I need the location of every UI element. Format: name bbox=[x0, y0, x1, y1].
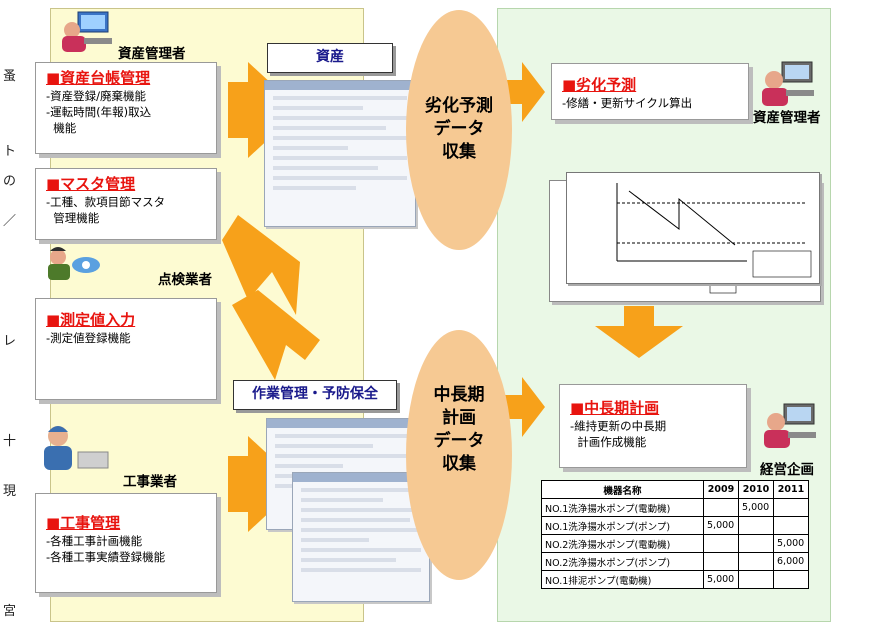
card-asset-ledger: ■資産台帳管理 -資産登録/廃棄機能 -運転時間(年報)取込 機能 bbox=[35, 62, 217, 154]
card-line: -資産登録/廃棄機能 bbox=[46, 89, 147, 103]
table-cell: 5,000 bbox=[703, 570, 739, 589]
card-title[interactable]: ■中長期計画 bbox=[570, 399, 660, 417]
card-longterm-plan: ■中長期計画 -維持更新の中長期 計画作成機能 bbox=[559, 384, 747, 468]
card-line: 管理機能 bbox=[46, 211, 100, 225]
table-cell bbox=[738, 570, 774, 589]
table-cell: NO.2洗浄揚水ポンプ(電動機) bbox=[541, 534, 704, 553]
table-cell: NO.2洗浄揚水ポンプ(ポンプ) bbox=[541, 552, 704, 571]
oval-line: データ bbox=[433, 119, 485, 139]
card-line: -修繕・更新サイクル算出 bbox=[562, 96, 693, 110]
card-master: ■マスタ管理 -工種、款項目節マスタ 管理機能 bbox=[35, 168, 217, 240]
table-cell bbox=[738, 552, 774, 571]
manager-worker-icon bbox=[756, 60, 818, 108]
table-cell: NO.1洗浄揚水ポンプ(ポンプ) bbox=[541, 516, 704, 535]
margin-char: ト bbox=[3, 144, 17, 159]
tab-assets[interactable]: 資産 bbox=[267, 43, 393, 73]
margin-char: ／ bbox=[3, 214, 17, 229]
oval-line: 収集 bbox=[442, 142, 476, 162]
role-asset-manager-right: 資産管理者 bbox=[753, 110, 821, 126]
role-planning: 経営企画 bbox=[760, 462, 814, 478]
arrow-construction bbox=[228, 436, 300, 532]
table-cell bbox=[703, 534, 739, 553]
card-construction: ■工事管理 -各種工事計画機能 -各種工事実績登録機能 bbox=[35, 493, 217, 593]
arrow-to-forecast bbox=[505, 62, 545, 122]
card-title[interactable]: ■劣化予測 bbox=[562, 76, 637, 94]
role-asset-manager: 資産管理者 bbox=[118, 46, 186, 62]
oval-longterm-data bbox=[406, 330, 512, 580]
card-line: -維持更新の中長期 bbox=[570, 419, 667, 433]
card-title[interactable]: ■マスタ管理 bbox=[46, 175, 136, 193]
table-cell: 5,000 bbox=[738, 498, 774, 517]
table-cell: 6,000 bbox=[773, 552, 809, 571]
card-line: -測定値登録機能 bbox=[46, 331, 131, 345]
oval-line: 計画 bbox=[442, 408, 476, 428]
margin-char: 宮 bbox=[3, 604, 17, 619]
card-line: 計画作成機能 bbox=[570, 435, 647, 449]
table-row: NO.1排泥ポンプ(電動機) 5,000 bbox=[541, 570, 809, 589]
arrow-to-plan bbox=[505, 377, 545, 437]
screen-thumbnail-icon bbox=[264, 80, 416, 227]
table-row: NO.2洗浄揚水ポンプ(電動機) 5,000 bbox=[541, 534, 809, 553]
card-title[interactable]: ■工事管理 bbox=[46, 514, 121, 532]
card-line: -工種、款項目節マスタ bbox=[46, 195, 166, 209]
table-header-row: 機器名称 2009 2010 2011 bbox=[541, 480, 809, 499]
deterioration-graph-icon bbox=[566, 172, 820, 284]
table-row: NO.1洗浄揚水ポンプ(電動機) 5,000 bbox=[541, 498, 809, 517]
table-cell: 5,000 bbox=[773, 534, 809, 553]
margin-char: の bbox=[3, 174, 17, 189]
margin-char: 蚤 bbox=[3, 69, 17, 84]
oval-label-bottom: 中長期 計画 データ 収集 bbox=[406, 384, 512, 476]
table-cell bbox=[738, 534, 774, 553]
margin-char: 十 bbox=[3, 434, 17, 449]
card-line: -運転時間(年報)取込 bbox=[46, 105, 152, 119]
table-cell: NO.1洗浄揚水ポンプ(電動機) bbox=[541, 498, 704, 517]
table-row: NO.2洗浄揚水ポンプ(ポンプ) 6,000 bbox=[541, 552, 809, 571]
planner-worker-icon bbox=[758, 402, 820, 450]
oval-deterioration-data bbox=[406, 10, 512, 250]
table-cell: 5,000 bbox=[703, 516, 739, 535]
office-worker-icon bbox=[58, 10, 116, 54]
card-line: -各種工事計画機能 bbox=[46, 534, 143, 548]
inspector-worker-icon bbox=[40, 245, 104, 283]
oval-line: データ bbox=[433, 431, 485, 451]
card-line: 機能 bbox=[46, 121, 77, 135]
card-deterioration-forecast: ■劣化予測 -修繕・更新サイクル算出 bbox=[551, 63, 749, 120]
arrow-measurement bbox=[232, 290, 320, 380]
table-cell bbox=[703, 552, 739, 571]
card-title[interactable]: ■測定値入力 bbox=[46, 311, 136, 329]
longterm-cost-table: 機器名称 2009 2010 2011 NO.1洗浄揚水ポンプ(電動機) 5,0… bbox=[541, 480, 809, 589]
oval-line: 劣化予測 bbox=[425, 96, 493, 116]
card-measurement: ■測定値入力 -測定値登録機能 bbox=[35, 298, 217, 400]
phone-worker-icon bbox=[36, 422, 114, 472]
table-cell bbox=[738, 516, 774, 535]
table-header: 機器名称 bbox=[541, 480, 704, 499]
tab-work-management[interactable]: 作業管理・予防保全 bbox=[233, 380, 397, 410]
table-cell bbox=[773, 570, 809, 589]
oval-line: 中長期 bbox=[433, 385, 485, 405]
role-inspector: 点検業者 bbox=[158, 272, 212, 288]
table-cell bbox=[773, 498, 809, 517]
arrow-master bbox=[222, 215, 300, 315]
margin-char: レ bbox=[3, 334, 17, 349]
card-line: -各種工事実績登録機能 bbox=[46, 550, 166, 564]
table-row: NO.1洗浄揚水ポンプ(ポンプ) 5,000 bbox=[541, 516, 809, 535]
role-contractor: 工事業者 bbox=[123, 474, 177, 490]
table-header: 2011 bbox=[773, 480, 809, 499]
oval-line: 収集 bbox=[442, 454, 476, 474]
margin-char: 現 bbox=[3, 484, 17, 499]
card-title[interactable]: ■資産台帳管理 bbox=[46, 69, 151, 87]
table-cell bbox=[703, 498, 739, 517]
oval-label-top: 劣化予測 データ 収集 bbox=[406, 95, 512, 164]
table-header: 2010 bbox=[738, 480, 774, 499]
table-cell bbox=[773, 516, 809, 535]
screen-thumbnail-icon bbox=[292, 472, 430, 602]
table-header: 2009 bbox=[703, 480, 739, 499]
arrow-down bbox=[595, 306, 683, 358]
table-cell: NO.1排泥ポンプ(電動機) bbox=[541, 570, 704, 589]
